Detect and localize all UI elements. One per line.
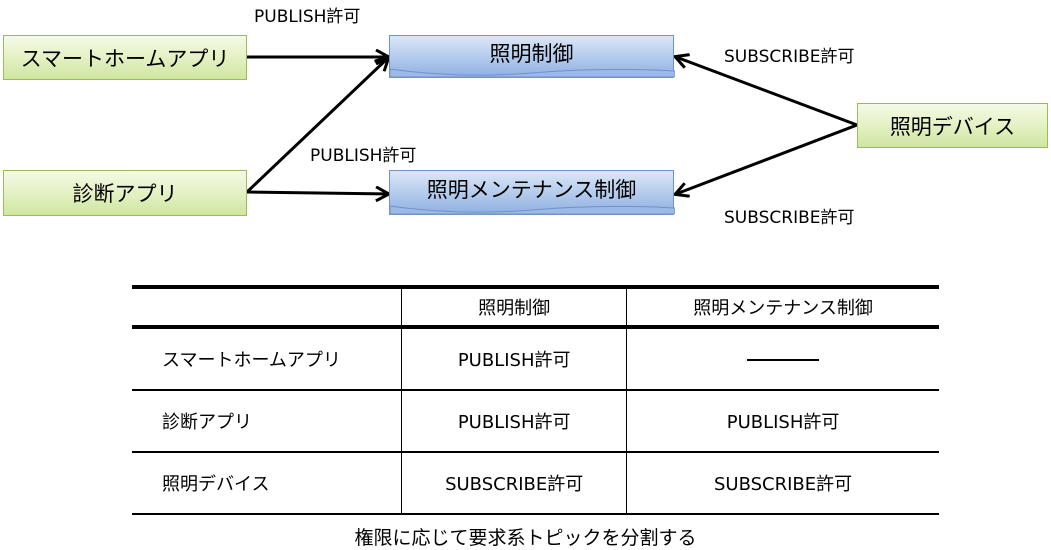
- edge-label-publish-mid: PUBLISH許可: [310, 146, 417, 166]
- node-label: スマートホームアプリ: [20, 46, 230, 71]
- table-cell: SUBSCRIBE許可: [713, 474, 853, 495]
- node-lighting-control: 照明制御: [389, 35, 675, 78]
- caption: 権限に応じて要求系トピックを分割する: [354, 527, 697, 549]
- table-cell: PUBLISH許可: [401, 390, 628, 452]
- wave-decoration: [390, 68, 675, 77]
- table-row: スマートホームアプリ PUBLISH許可: [132, 327, 939, 390]
- table-cell: PUBLISH許可: [401, 327, 628, 390]
- node-label: 照明制御: [489, 41, 574, 66]
- node-diagnosis-app: 診断アプリ: [3, 170, 247, 216]
- edge-label-subscribe-top: SUBSCRIBE許可: [724, 47, 855, 67]
- table-cell-empty: [627, 327, 939, 390]
- arrow-layer: [245, 0, 858, 260]
- table-header-row: 照明制御 照明メンテナンス制御: [132, 287, 939, 329]
- arrow-diagnosis-to-maintenance: [246, 192, 388, 194]
- table-row: 照明デバイス SUBSCRIBE許可 SUBSCRIBE許可: [132, 452, 939, 514]
- table-cell: SUBSCRIBE許可: [401, 452, 628, 514]
- arrow-device-to-maintenance: [676, 123, 858, 194]
- node-lighting-device: 照明デバイス: [857, 103, 1048, 148]
- row-header: 照明デバイス: [132, 452, 403, 514]
- node-label: 診断アプリ: [72, 182, 178, 206]
- node-smart-home-app: スマートホームアプリ: [3, 35, 247, 80]
- dash-mark: [747, 358, 820, 361]
- table-header-cell: [132, 287, 403, 329]
- table-row: 診断アプリ PUBLISH許可 PUBLISH許可: [132, 390, 939, 452]
- permission-table: 照明制御 照明メンテナンス制御 スマートホームアプリ PUBLISH許可 診断ア…: [132, 285, 939, 515]
- node-lighting-maintenance: 照明メンテナンス制御: [389, 170, 675, 215]
- arrow-device-to-control: [676, 57, 858, 127]
- edge-label-subscribe-bottom: SUBSCRIBE許可: [724, 208, 855, 228]
- node-label: 照明メンテナンス制御: [426, 177, 637, 202]
- node-label: 照明デバイス: [889, 114, 1016, 139]
- row-header: 診断アプリ: [132, 390, 403, 452]
- arrow-diagnosis-to-control: [245, 58, 388, 194]
- row-header: スマートホームアプリ: [132, 327, 403, 390]
- wave-decoration: [390, 205, 675, 214]
- table-header-cell: 照明制御: [401, 287, 628, 329]
- table-cell: PUBLISH許可: [726, 412, 840, 433]
- table-header-cell: 照明メンテナンス制御: [626, 287, 939, 329]
- edge-label-publish-top: PUBLISH許可: [254, 7, 361, 27]
